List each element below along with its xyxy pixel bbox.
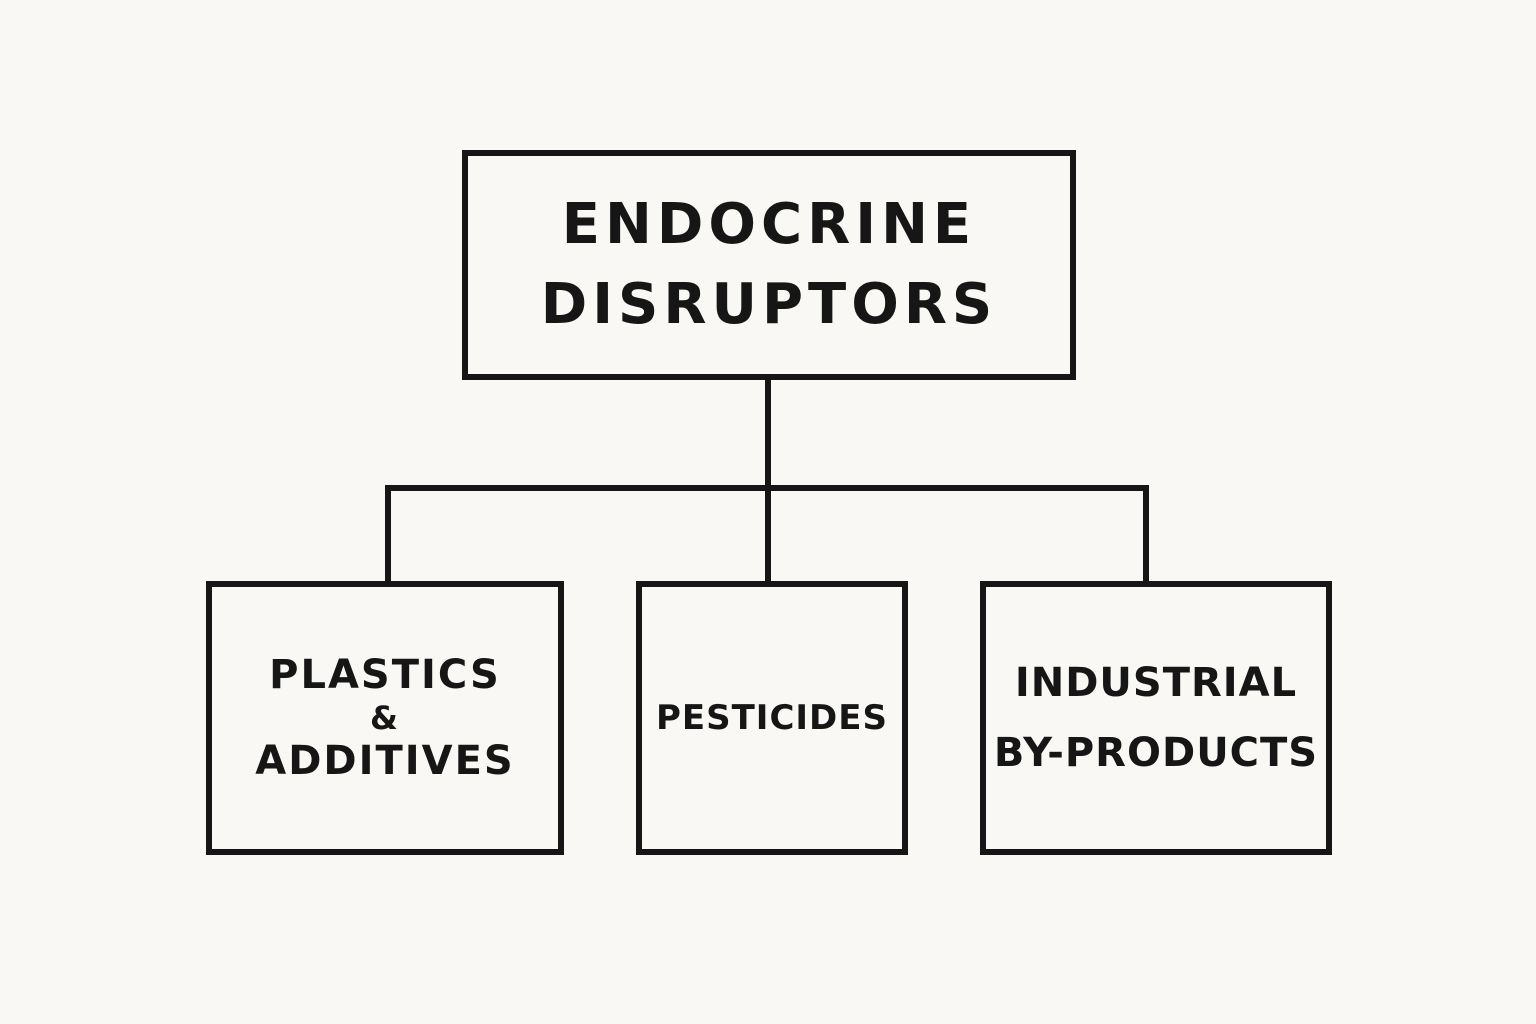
- industrial-label-line-2: BY-PRODUCTS: [993, 730, 1319, 776]
- child-node-plastics-additives: PLASTICS & ADDITIVES: [206, 581, 564, 855]
- plastics-label-line-3: ADDITIVES: [255, 738, 515, 784]
- plastics-label-line-1: PLASTICS: [269, 652, 501, 698]
- plastics-label-ampersand: &: [370, 699, 400, 737]
- child-node-pesticides: PESTICIDES: [636, 581, 908, 855]
- pesticides-label: PESTICIDES: [655, 698, 888, 738]
- root-node-endocrine-disruptors: ENDOCRINE DISRUPTORS: [462, 150, 1076, 380]
- child-node-industrial-by-products: INDUSTRIAL BY-PRODUCTS: [980, 581, 1332, 855]
- industrial-label-line-1: INDUSTRIAL: [1014, 660, 1298, 706]
- root-label-line-2: DISRUPTORS: [540, 272, 998, 337]
- root-label-line-1: ENDOCRINE: [561, 192, 977, 257]
